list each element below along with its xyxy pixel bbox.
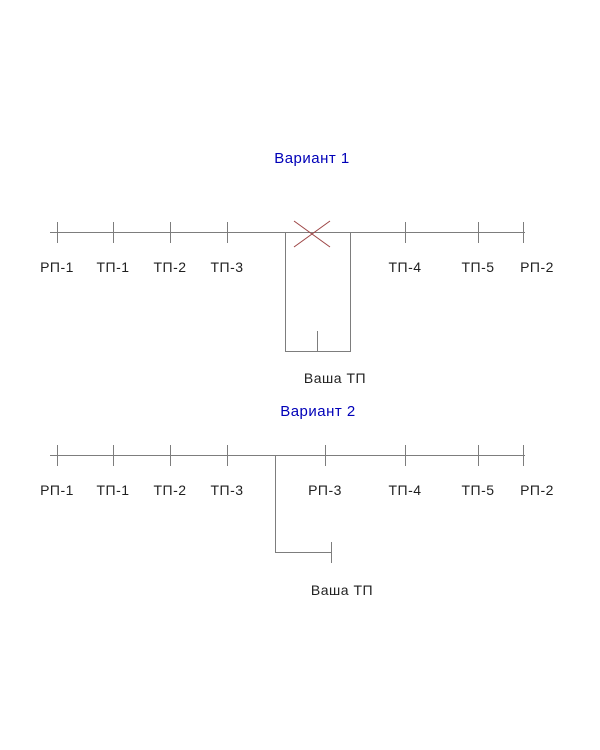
variant2-tick-tp4 [405,445,406,466]
variant1-tap-tick [317,331,318,352]
variant1-label-tp2: ТП-2 [153,259,187,275]
variant2-branch-horizontal-line [275,552,332,553]
variant2-tick-rp2 [523,445,524,466]
variant1-tick-tp4 [405,222,406,243]
variant1-loop-bottom-line [285,351,351,352]
variant2-label-tp1: ТП-1 [96,482,130,498]
variant1-loop-left-line [285,232,286,351]
variant2-tick-tp2 [170,445,171,466]
variant2-label-tp2: ТП-2 [153,482,187,498]
variant1-tick-tp5 [478,222,479,243]
line-break-x-icon [293,220,331,248]
variant2-label-tp5: ТП-5 [461,482,495,498]
variant2-title: Вариант 2 [280,403,356,420]
variant2-tap-label: Ваша ТП [310,582,374,598]
variant1-label-tp3: ТП-3 [210,259,244,275]
variant2-label-tp4: ТП-4 [388,482,422,498]
variant1-tick-tp1 [113,222,114,243]
variant1-label-tp4: ТП-4 [388,259,422,275]
variant1-tick-rp1 [57,222,58,243]
variant1-tick-tp3 [227,222,228,243]
variant1-label-rp2: РП-2 [520,259,554,275]
variant1-label-tp5: ТП-5 [461,259,495,275]
variant2-tick-tp3 [227,445,228,466]
variant1-label-tp1: ТП-1 [96,259,130,275]
variant1-bus-line [50,232,525,233]
variant1-tap-label: Ваша ТП [303,370,367,386]
variant2-label-rp1: РП-1 [40,482,74,498]
variant1-tick-tp2 [170,222,171,243]
variant2-branch-vertical-line [275,455,276,552]
variant1-title: Вариант 1 [274,150,350,167]
variant1-label-rp1: РП-1 [40,259,74,275]
variant2-tick-rp3 [325,445,326,466]
variant2-label-rp3: РП-3 [308,482,342,498]
variant2-tick-tp1 [113,445,114,466]
variant1-loop-right-line [350,232,351,351]
variant2-tick-tp5 [478,445,479,466]
variant2-tap-tick [331,542,332,563]
variant2-label-tp3: ТП-3 [210,482,244,498]
variant2-tick-rp1 [57,445,58,466]
variant2-bus-line [50,455,525,456]
variant1-tick-rp2 [523,222,524,243]
variant2-label-rp2: РП-2 [520,482,554,498]
